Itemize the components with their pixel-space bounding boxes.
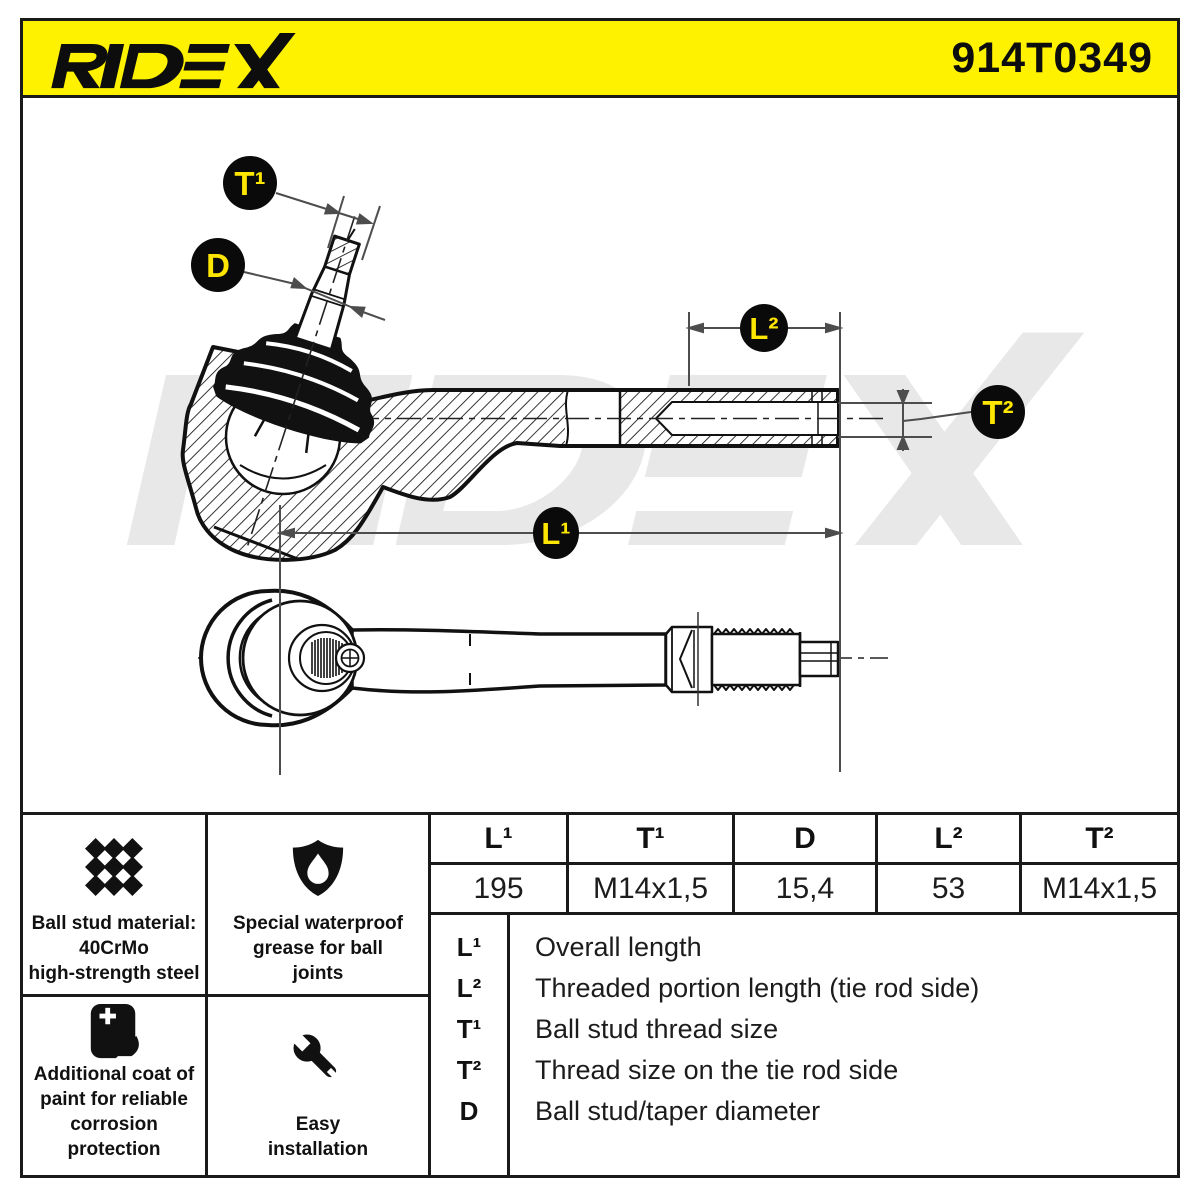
label-d: D	[206, 247, 230, 284]
spec-value: M14x1,5	[1019, 862, 1177, 912]
spec-header: L²	[875, 815, 1019, 862]
shield-drop-icon	[289, 815, 347, 911]
cross-section-view	[180, 216, 885, 562]
legend-row: D Ball stud/taper diameter	[459, 1096, 821, 1126]
label-t1-circle	[223, 156, 277, 210]
legend-row: L¹ Overall length	[456, 932, 702, 962]
outer-border: 914T0349	[20, 18, 1180, 1178]
feature-text: Easy installation	[267, 1114, 369, 1160]
feature-cell-paint: Additional coat of paint for reliable co…	[23, 997, 208, 1178]
label-t2-circle	[971, 385, 1025, 439]
spec-value: 15,4	[732, 862, 875, 912]
header-bar: 914T0349	[23, 21, 1177, 98]
feature-text: Special waterproof grease for ball joint…	[233, 913, 403, 984]
spec-header: D	[732, 815, 875, 862]
feature-cell-installation: Easy installation	[208, 997, 431, 1178]
part-number: 914T0349	[951, 33, 1153, 82]
spec-header: L¹	[484, 821, 513, 855]
legend-row: L² Threaded portion length (tie rod side…	[456, 973, 980, 1003]
feature-cell-material: Ball stud material: 40CrMo high-strength…	[23, 815, 208, 997]
label-d-circle	[191, 238, 245, 292]
wrench-icon	[289, 997, 347, 1112]
feature-cell-grease: Special waterproof grease for ball joint…	[208, 815, 431, 997]
label-l1: L¹	[541, 516, 570, 551]
legend-divider	[507, 915, 510, 1175]
feature-text: Ball stud material: 40CrMo high-strength…	[28, 913, 200, 984]
spec-value: 195	[431, 862, 566, 912]
label-l1-circle	[533, 507, 579, 559]
side-view	[198, 588, 888, 728]
label-t2: T²	[982, 394, 1013, 431]
knurl-icon	[85, 815, 143, 911]
ridex-logo	[51, 33, 296, 89]
label-l2-circle	[740, 304, 788, 352]
legend: L¹ Overall length L² Threaded portion le…	[431, 915, 1177, 1175]
label-t1: T¹	[234, 165, 265, 202]
info-section: Ball stud material: 40CrMo high-strength…	[23, 812, 1177, 1178]
label-l2: L²	[749, 311, 778, 346]
rubber-boot	[213, 323, 375, 444]
dimension-labels: T¹ D L² T² L¹	[191, 156, 1025, 559]
technical-drawing: T¹ D L² T² L¹	[126, 156, 1085, 775]
spec-value: 53	[875, 862, 1019, 912]
feature-text: Additional coat of paint for reliable co…	[33, 1064, 195, 1160]
spec-value: M14x1,5	[566, 862, 732, 912]
legend-row: T² Thread size on the tie rod side	[456, 1055, 899, 1085]
legend-row: T¹ Ball stud thread size	[456, 1014, 779, 1044]
spec-table: L¹ T¹ D L² T² 195 M14x1,5 15,4 53 M14x1,…	[431, 815, 1177, 915]
spec-header: T¹	[566, 815, 732, 862]
spec-header: T²	[1019, 815, 1177, 862]
paint-coat-icon	[85, 994, 143, 1062]
